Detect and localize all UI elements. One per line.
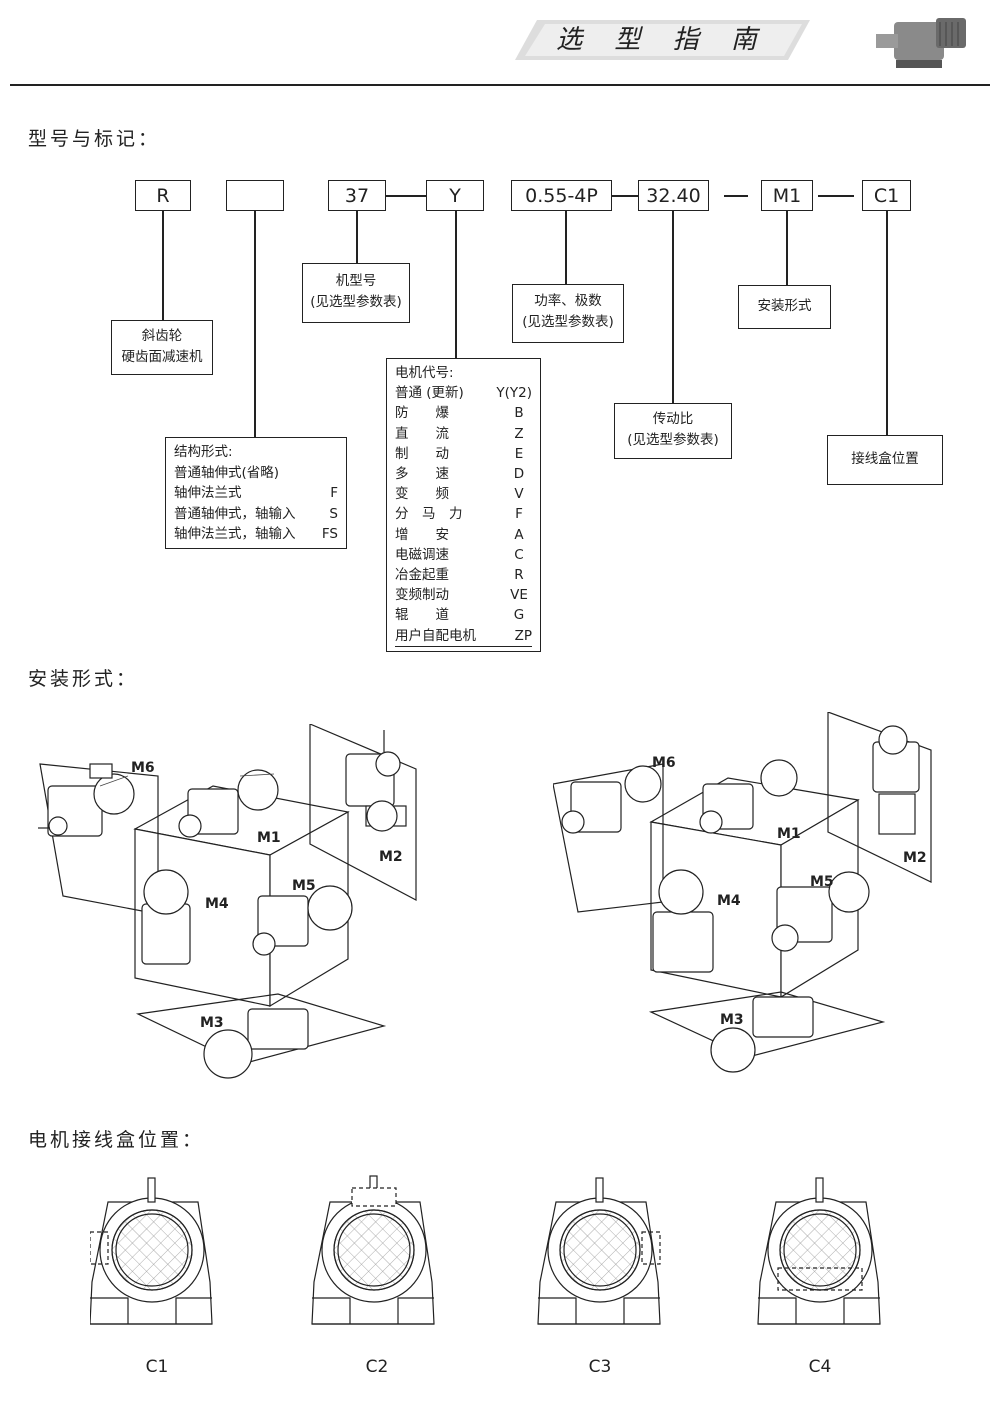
section-title-terminal-box: 电机接线盒位置： (28, 1129, 205, 1151)
label-ratio: 传动比 (见选型参数表) (614, 403, 732, 459)
terminal-caption-c2: C2 (365, 1357, 389, 1377)
mount-label-m3: M3 (720, 1012, 744, 1028)
mounting-diagram-right (553, 712, 932, 1073)
mount-label-m3: M3 (200, 1015, 224, 1031)
motor-code-title: 电机代号: (395, 365, 454, 381)
terminal-box-drawings (90, 1175, 881, 1325)
mount-label-m1: M1 (257, 830, 281, 846)
dash (724, 195, 748, 197)
mount-label-m4: M4 (205, 896, 229, 912)
code-box: C1 (862, 180, 911, 211)
label-mounting-type: 安装形式 (738, 285, 831, 329)
mount-label-m5: M5 (810, 874, 834, 890)
structure-title: 结构形式: (174, 444, 233, 460)
connector-line (565, 211, 567, 284)
mount-label-m2: M2 (903, 850, 927, 866)
mount-label-m5: M5 (292, 878, 316, 894)
label-line: (见选型参数表) (310, 294, 402, 310)
code-motor: Y (426, 180, 484, 211)
label-helical: 斜齿轮 硬齿面减速机 (111, 320, 213, 375)
section-title-model: 型号与标记： (28, 128, 161, 150)
label-line: (见选型参数表) (627, 432, 719, 448)
code-ratio: 32.40 (638, 180, 709, 211)
label-line: 斜齿轮 (141, 328, 183, 344)
code-mount: M1 (761, 180, 813, 211)
dash (612, 195, 638, 197)
label-line: 机型号 (335, 273, 377, 289)
label-line: 功率、极数 (534, 293, 602, 309)
label-line: (见选型参数表) (522, 314, 614, 330)
dash (818, 195, 854, 197)
connector-line (254, 211, 256, 437)
header-rule (10, 84, 990, 86)
header-banner (515, 20, 810, 60)
code-size: 37 (328, 180, 386, 211)
code-structure (226, 180, 284, 211)
label-terminal-position: 接线盒位置 (827, 435, 943, 485)
connector-line (356, 211, 358, 263)
label-power-poles: 功率、极数 (见选型参数表) (512, 284, 624, 343)
connector-line (886, 211, 888, 435)
label-machine-size: 机型号 (见选型参数表) (302, 263, 410, 323)
code-power: 0.55-4P (511, 180, 612, 211)
connector-line (455, 211, 457, 358)
page-title: 选 型 指 南 (556, 25, 769, 55)
mount-label-m4: M4 (717, 893, 741, 909)
dash (386, 195, 426, 197)
structure-row: 普通轴伸式(省略) (174, 464, 280, 481)
connector-line (162, 211, 164, 320)
motor-code-row: 普通 (更新)Y(Y2) (395, 385, 532, 402)
gearbox-icon (876, 18, 966, 68)
label-line: 传动比 (652, 411, 694, 427)
code-r: R (135, 180, 191, 211)
connector-line (672, 211, 674, 403)
terminal-caption-c4: C4 (808, 1357, 832, 1377)
label-line: 硬齿面减速机 (121, 349, 203, 365)
mounting-diagram-left (38, 724, 417, 1079)
connector-line (786, 211, 788, 285)
section-title-mounting: 安装形式： (28, 668, 139, 690)
mount-label-m2: M2 (379, 849, 403, 865)
mount-label-m6: M6 (652, 755, 676, 771)
terminal-caption-c1: C1 (145, 1357, 169, 1377)
mount-label-m1: M1 (777, 826, 801, 842)
mount-label-m6: M6 (131, 760, 155, 776)
terminal-caption-c3: C3 (588, 1357, 612, 1377)
